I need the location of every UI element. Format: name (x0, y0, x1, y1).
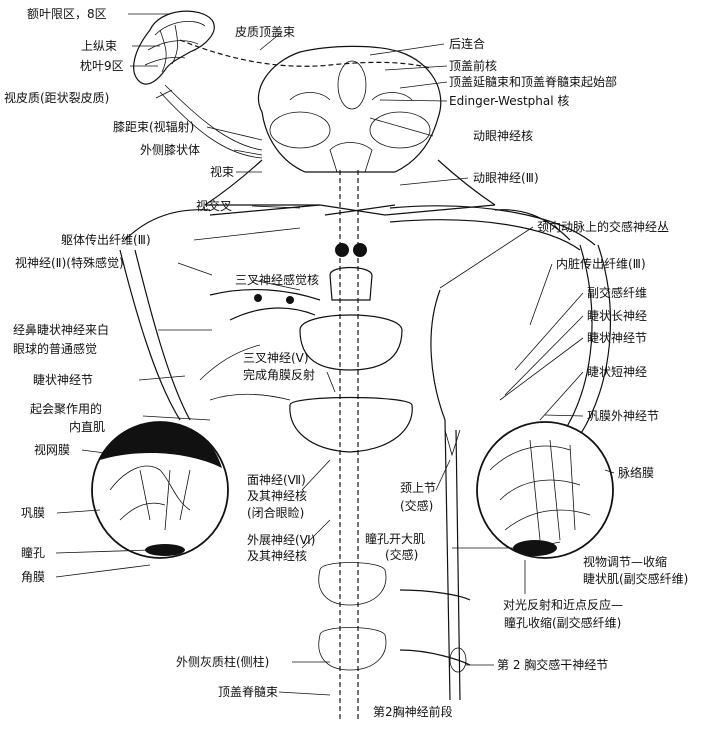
optic-radiation-2 (159, 91, 263, 159)
label-nasociliary-1: 经鼻睫状神经来白 (13, 322, 109, 337)
label-optic-nerve: 视神经(Ⅱ)(特殊感觉) (15, 255, 124, 270)
optic-pathway (124, 159, 571, 241)
label-long-ciliary: 睫状长神经 (587, 309, 647, 323)
label-somatic-efferent: 躯体传出纤维(Ⅲ) (61, 232, 151, 247)
label-chiasm: 视交叉 (196, 198, 232, 213)
label-tectobulbar: 顶盖延髓束和顶盖脊髓束起始部 (449, 74, 617, 89)
label-area8: 额叶限区，8区 (27, 7, 107, 21)
corticotectal-tract (179, 39, 431, 69)
label-ciliary-ganglion: 睫状神经节 (33, 373, 93, 387)
left-optic-nerve (119, 249, 181, 421)
label-abducens-2: 及其神经核 (247, 549, 307, 563)
label-facial-2: 及其神经核 (247, 489, 307, 503)
brainstem-center (289, 170, 413, 720)
right-oculomotor-bundle (564, 244, 593, 431)
label-group: 额叶限区，8区 上纵束 枕叶9区 视皮质(距状裂皮质) 膝距束(视辐射) 外侧膝… (4, 7, 688, 719)
label-sup-long: 上纵束 (81, 39, 117, 53)
label-retina: 视网膜 (34, 442, 70, 457)
midbrain-section (257, 45, 442, 173)
label-lgb: 外侧膝状体 (140, 143, 200, 157)
label-light-reflex-1: 对光反射和近点反应— (503, 597, 623, 612)
label-accommodation-2: 睫状肌(副交感纤维) (583, 571, 688, 586)
label-visual-cortex: 视皮质(距状裂皮质) (4, 90, 109, 105)
label-post-commissure: 后连合 (449, 36, 485, 51)
leader-lines (55, 13, 615, 696)
label-carotid-plexus: 颈内动脉上的交感神经丛 (537, 219, 669, 234)
label-short-ciliary: 睫状短神经 (587, 365, 647, 379)
label-sclera: 巩膜 (21, 506, 45, 520)
label-optic-tract: 视束 (210, 164, 234, 179)
label-t2-ganglion: 第 2 胸交感干神经节 (497, 657, 608, 672)
right-eyeball (476, 421, 614, 559)
cerebral-hemisphere (133, 10, 215, 85)
label-trigeminal-corneal-2: 完成角膜反射 (243, 367, 315, 382)
label-ciliary-ganglion-r: 睫状神经节 (587, 331, 647, 345)
label-convergence-1: 起会聚作用的 (30, 401, 102, 416)
label-oculomotor-nucleus: 动眼神经核 (473, 129, 533, 143)
label-superior-cervical-1: 颈上节 (400, 481, 436, 495)
label-t2-segment: 第2胸神经前段 (373, 704, 453, 719)
label-abducens-1: 外展神经(Ⅵ) (247, 533, 315, 547)
label-cortical-tectal: 皮质顶盖束 (235, 25, 295, 39)
sympathetic-chain (399, 289, 471, 701)
label-dilator-1: 瞳孔开大肌 (365, 531, 425, 546)
right-oculomotor-bundle-outer (579, 244, 611, 436)
label-choroid: 脉络膜 (618, 465, 654, 480)
label-accommodation-1: 视物调节—收缩 (583, 554, 667, 569)
label-trigeminal-nucleus: 三叉神经感觉核 (235, 272, 319, 287)
label-facial-1: 面神经(Ⅶ) (247, 473, 306, 487)
label-visceral-efferent: 内脏传出纤维(Ⅲ) (556, 256, 646, 271)
left-eyeball (91, 421, 229, 559)
label-superior-cervical-2: (交感) (400, 498, 433, 513)
label-trigeminal-corneal-1: 三叉神经(Ⅴ) (243, 351, 309, 365)
label-tectospinal: 顶盖脊髓束 (218, 685, 278, 699)
label-cornea: 角膜 (21, 570, 45, 584)
label-light-reflex-2: 瞳孔收缩(副交感纤维) (504, 615, 621, 630)
label-nasociliary-2: 眼球的普通感觉 (13, 341, 97, 356)
label-convergence-2: 内直肌 (69, 420, 105, 434)
label-ew-nucleus: Edinger-Westphal 核 (449, 94, 569, 108)
label-oculomotor-nerve: 动眼神经(Ⅲ) (473, 171, 539, 185)
label-facial-3: (闭合眼睑) (247, 505, 304, 520)
cranial-nerve-left (199, 288, 321, 401)
label-geniculocalcarine: 膝距束(视辐射) (113, 119, 194, 134)
label-pretectal: 顶盖前核 (449, 58, 497, 73)
label-dilator-2: (交感) (385, 547, 418, 562)
label-lateral-horn: 外侧灰质柱(侧柱) (176, 654, 269, 669)
label-pupil: 瞳孔 (21, 545, 45, 560)
label-parasympathetic: 副交感纤维 (587, 285, 647, 300)
oculomotor-nerve-tube-lower (389, 219, 581, 251)
label-episcleral: 巩膜外神经节 (587, 409, 659, 423)
oculomotor-nerve-tube (389, 205, 596, 246)
label-area9: 枕叶9区 (80, 58, 124, 73)
left-optic-nerve-inner (134, 249, 191, 421)
